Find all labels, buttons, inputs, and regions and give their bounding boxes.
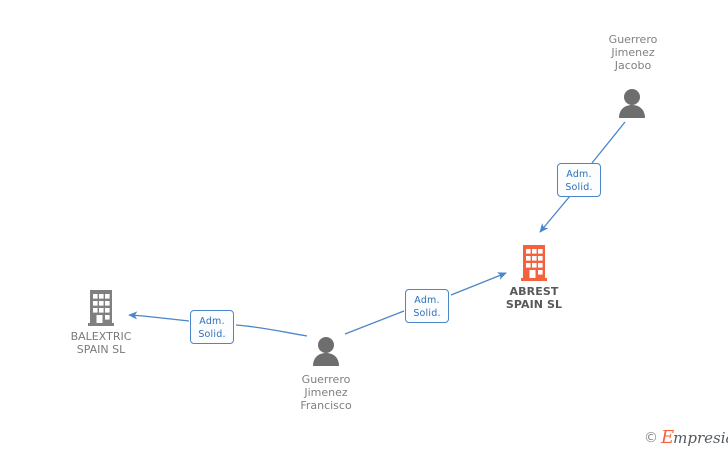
node-label-balextric[interactable]: BALEXTRIC SPAIN SL (41, 330, 161, 356)
edge-line-upper (450, 272, 507, 296)
edge-label-line2: Solid. (413, 308, 441, 319)
edge-curve-left (128, 311, 190, 322)
copyright-icon: © (644, 430, 658, 446)
edge-francisco-to-balextric[interactable] (128, 311, 308, 337)
edge-francisco-to-abrest[interactable] (344, 272, 507, 335)
node-label-jacobo-line2: Jimenez (611, 46, 655, 59)
edge-label-line1: Adm. (199, 316, 225, 327)
node-label-francisco[interactable]: Guerrero Jimenez Francisco (266, 373, 386, 412)
brand-name: mpresia (673, 429, 728, 447)
edge-label-francisco-to-balextric[interactable]: Adm. Solid. (190, 310, 234, 344)
person-head (318, 337, 334, 353)
edge-label-jacobo-to-abrest[interactable]: Adm. Solid. (557, 163, 601, 197)
node-label-balextric-line2: SPAIN SL (76, 343, 126, 356)
node-label-francisco-line1: Guerrero (301, 373, 351, 386)
building-icon-abrest[interactable] (521, 245, 547, 281)
empresia-watermark: © E mpresia (644, 428, 728, 448)
node-label-abrest-line2: SPAIN SL (505, 298, 563, 311)
edge-curve-right (235, 324, 308, 337)
person-icon-francisco[interactable] (313, 337, 339, 366)
building-base (88, 323, 114, 326)
building-base (521, 278, 547, 281)
node-label-jacobo[interactable]: Guerrero Jimenez Jacobo (573, 33, 693, 72)
node-label-jacobo-line1: Guerrero (608, 33, 658, 46)
node-label-abrest[interactable]: ABREST SPAIN SL (474, 285, 594, 311)
building-door (529, 270, 536, 278)
building-icon-balextric[interactable] (88, 290, 114, 326)
edge-line-lower (344, 310, 405, 335)
person-shoulders (619, 105, 645, 118)
node-label-francisco-line3: Francisco (300, 399, 352, 412)
edge-label-line2: Solid. (565, 182, 593, 193)
person-icon-jacobo[interactable] (619, 89, 645, 118)
edge-label-line1: Adm. (566, 169, 592, 180)
edge-label-line1: Adm. (414, 295, 440, 306)
node-label-balextric-line1: BALEXTRIC (70, 330, 132, 343)
edge-label-francisco-to-abrest[interactable]: Adm. Solid. (405, 289, 449, 323)
edge-line-lower (539, 195, 571, 233)
person-head (624, 89, 640, 105)
brand-initial: E (661, 427, 675, 448)
building-door (96, 315, 103, 323)
node-label-francisco-line2: Jimenez (304, 386, 348, 399)
edge-jacobo-to-abrest[interactable] (539, 121, 626, 233)
node-label-abrest-line1: ABREST (509, 285, 559, 298)
node-label-jacobo-line3: Jacobo (614, 59, 652, 72)
edge-label-line2: Solid. (198, 329, 226, 340)
edge-line-upper (591, 121, 626, 164)
person-shoulders (313, 353, 339, 366)
